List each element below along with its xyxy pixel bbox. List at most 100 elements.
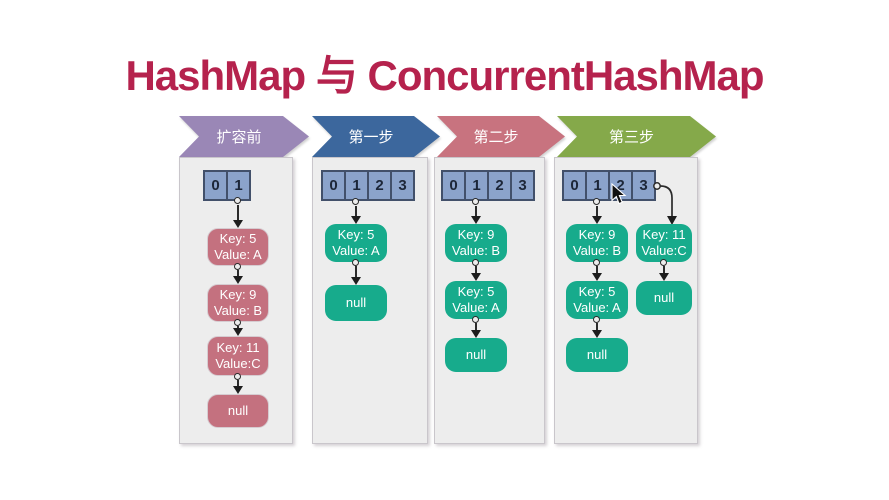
node-value: Value:C (215, 356, 261, 371)
connector-circle (234, 319, 241, 326)
connector-circle (352, 259, 359, 266)
node-null-label: null (465, 347, 487, 362)
node-null-label: null (227, 403, 249, 418)
connector-circle (234, 197, 241, 204)
node-key: Key: 11 (642, 227, 686, 242)
connector-arrowhead (471, 216, 481, 224)
node-value: Value: B (451, 243, 501, 258)
connector-arrowhead (471, 273, 481, 281)
connector-arrowhead (233, 220, 243, 228)
stage-banner-step1: 第一步 (312, 116, 440, 157)
bucket-cell: 0 (562, 170, 587, 201)
list-node: Key: 11 Value:C (636, 224, 692, 262)
node-key: Key: 9 (578, 227, 616, 242)
connector-circle (234, 373, 241, 380)
node-value: Value: B (572, 243, 622, 258)
node-value: Value:C (641, 243, 687, 258)
null-node: null (636, 281, 692, 315)
bucket-array: 0 1 2 3 (321, 170, 415, 201)
bucket-cell: 1 (344, 170, 369, 201)
page-title: HashMap 与 ConcurrentHashMap (125, 52, 764, 99)
connector-arrowhead (471, 330, 481, 338)
connector-line (237, 326, 239, 328)
bucket-cell: 2 (367, 170, 392, 201)
banner-label: 第二步 (473, 129, 519, 146)
connector-line (596, 206, 598, 216)
connector-arrowhead (233, 386, 243, 394)
connector-circle (472, 259, 479, 266)
connector-line (237, 205, 239, 220)
connector-line (237, 380, 239, 386)
bucket-cell: 1 (464, 170, 489, 201)
node-key: Key: 5 (457, 284, 495, 299)
connector-circle (593, 316, 600, 323)
stage-banner-step2: 第二步 (437, 116, 565, 157)
bucket-cell: 0 (203, 170, 228, 201)
connector-arrowhead (592, 330, 602, 338)
connector-circle (472, 316, 479, 323)
connector-circle (472, 198, 479, 205)
bucket-array: 0 1 (203, 170, 251, 201)
connector-line (596, 266, 598, 273)
connector-circle (593, 259, 600, 266)
node-key: Key: 5 (337, 227, 375, 242)
connector-arrowhead (592, 216, 602, 224)
connector-circle (660, 259, 667, 266)
node-value: Value: A (452, 300, 500, 315)
list-node: Key: 9 Value: B (445, 224, 507, 262)
node-key: Key: 5 (219, 231, 257, 246)
node-value: Value: A (214, 247, 262, 262)
node-value: Value: A (332, 243, 380, 258)
connector-arrowhead (351, 277, 361, 285)
banner-shape: 第三步 (557, 116, 716, 157)
banner-shape: 第一步 (312, 116, 440, 157)
connector-line (475, 266, 477, 273)
connector-arrowhead (592, 273, 602, 281)
bucket-cell: 3 (510, 170, 535, 201)
node-key: Key: 11 (216, 340, 260, 355)
banner-shape: 第二步 (437, 116, 565, 157)
null-node: null (445, 338, 507, 372)
node-key: Key: 9 (219, 287, 257, 302)
connector-circle (234, 263, 241, 270)
node-null-label: null (653, 290, 675, 305)
connector-line (237, 270, 239, 276)
banner-label: 第三步 (608, 129, 654, 146)
list-node: Key: 9 Value: B (566, 224, 628, 262)
bucket-array: 0 1 2 3 (441, 170, 535, 201)
mouse-cursor-icon (611, 183, 627, 205)
node-key: Key: 5 (578, 284, 616, 299)
node-key: Key: 9 (457, 227, 495, 242)
connector-circle (593, 198, 600, 205)
connector-arrowhead (659, 273, 669, 281)
list-node: Key: 5 Value: A (445, 281, 507, 319)
node-value: Value: B (213, 303, 263, 318)
connector-line (475, 206, 477, 216)
stage-banner-before: 扩容前 (179, 116, 309, 157)
bucket-cell: 0 (321, 170, 346, 201)
connector-circle (352, 198, 359, 205)
connector-line (663, 266, 665, 273)
connector-line (355, 206, 357, 216)
list-node: Key: 9 Value: B (207, 284, 269, 322)
list-node: Key: 5 Value: A (566, 281, 628, 319)
banner-label: 扩容前 (216, 129, 262, 146)
node-null-label: null (586, 347, 608, 362)
node-value: Value: A (573, 300, 621, 315)
list-node: Key: 11 Value:C (207, 336, 269, 376)
connector-arrowhead (233, 276, 243, 284)
connector-curve (653, 182, 677, 225)
connector-arrowhead (233, 328, 243, 336)
bucket-cell: 3 (390, 170, 415, 201)
null-node: null (207, 394, 269, 428)
bucket-cell: 0 (441, 170, 466, 201)
stage-banner-step3: 第三步 (557, 116, 716, 157)
bucket-array: 0 1 2 3 (562, 170, 656, 201)
list-node: Key: 5 Value: A (325, 224, 387, 262)
banner-shape: 扩容前 (179, 116, 309, 157)
connector-line (355, 266, 357, 277)
bucket-cell: 2 (487, 170, 512, 201)
null-node: null (566, 338, 628, 372)
list-node: Key: 5 Value: A (207, 228, 269, 266)
